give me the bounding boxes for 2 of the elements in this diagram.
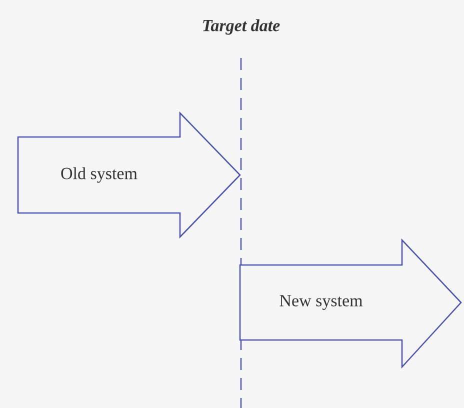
title: Target date xyxy=(203,19,280,35)
node-label: New system xyxy=(280,295,363,310)
